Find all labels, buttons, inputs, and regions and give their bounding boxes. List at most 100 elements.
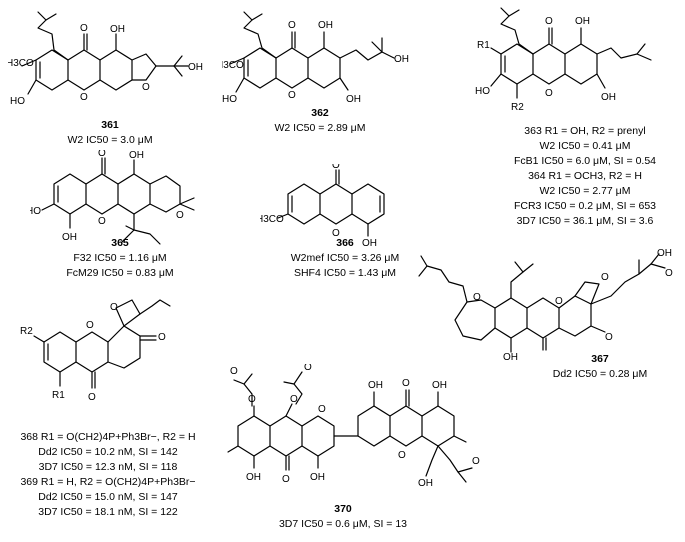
compound-number: 367 bbox=[591, 353, 609, 365]
atom-label: O bbox=[472, 456, 480, 467]
activity-line: FcB1 IC50 = 6.0 μM, SI = 0.54 bbox=[513, 155, 657, 167]
activity-line: F32 IC50 = 1.16 μM bbox=[73, 252, 167, 264]
activity-line: 3D7 IC50 = 18.1 nM, SI = 122 bbox=[38, 506, 178, 518]
activity-line: FcM29 IC50 = 0.83 μM bbox=[66, 267, 174, 279]
atom-label: O bbox=[248, 394, 256, 405]
compound-number: 362 bbox=[311, 107, 329, 119]
activity-line: 368 R1 = O(CH2)4P+Ph3Br−, R2 = H bbox=[20, 431, 196, 443]
atom-label: O bbox=[86, 320, 94, 331]
atom-label: H3CO bbox=[8, 58, 34, 69]
atom-label: OH bbox=[110, 24, 125, 35]
atom-label: O bbox=[402, 378, 410, 389]
atom-label: O bbox=[88, 392, 96, 403]
atom-label: O bbox=[398, 450, 406, 461]
atom-label: O bbox=[80, 23, 88, 34]
caption-365: 365 F32 IC50 = 1.16 μM FcM29 IC50 = 0.83… bbox=[50, 236, 190, 281]
atom-label: O bbox=[601, 272, 609, 283]
structure-363: O OH R1 HO R2 O OH bbox=[475, 2, 680, 120]
atom-label: H3CO bbox=[222, 60, 244, 71]
atom-label: O bbox=[110, 302, 118, 313]
structure-370: O O O O OH O OH O O OH OH OH O O bbox=[222, 364, 552, 508]
structure-366: O H3CO O OH bbox=[260, 164, 430, 250]
atom-label: O bbox=[318, 404, 326, 415]
atom-label: HO bbox=[475, 86, 490, 97]
atom-label: R2 bbox=[20, 326, 33, 337]
atom-label: OH bbox=[432, 380, 447, 391]
atom-label: O bbox=[545, 88, 553, 99]
atom-label: HO bbox=[222, 94, 237, 105]
caption-368: 368 R1 = O(CH2)4P+Ph3Br−, R2 = H Dd2 IC5… bbox=[8, 430, 208, 520]
atom-label: O bbox=[304, 364, 312, 373]
activity-line: Dd2 IC50 = 0.28 μM bbox=[552, 368, 648, 380]
activity-line: W2 IC50 = 2.89 μM bbox=[274, 122, 366, 134]
atom-label: O bbox=[158, 332, 166, 343]
atom-label: O bbox=[545, 16, 553, 27]
structure-362: OH O H3CO HO O OH OH bbox=[222, 4, 422, 106]
activity-line: 3D7 IC50 = 0.6 μM, SI = 13 bbox=[278, 518, 408, 530]
activity-line: W2 IC50 = 3.0 μM bbox=[67, 134, 153, 146]
activity-line: W2 IC50 = 2.77 μM bbox=[539, 185, 631, 197]
caption-367: 367 Dd2 IC50 = 0.28 μM bbox=[545, 352, 655, 382]
caption-366: 366 W2mef IC50 = 3.26 μM SHF4 IC50 = 1.4… bbox=[270, 236, 420, 281]
atom-label: O bbox=[605, 332, 613, 343]
activity-line: W2mef IC50 = 3.26 μM bbox=[290, 252, 400, 264]
activity-line: 3D7 IC50 = 36.1 μM, SI = 3.6 bbox=[516, 215, 654, 227]
compound-number: 365 bbox=[111, 237, 129, 249]
atom-label: OH bbox=[310, 472, 325, 483]
atom-label: H3CO bbox=[260, 214, 284, 225]
atom-label: OH bbox=[368, 380, 383, 391]
atom-label: OH bbox=[503, 352, 518, 360]
atom-label: O bbox=[332, 164, 340, 171]
atom-label: O bbox=[80, 92, 88, 103]
atom-label: O bbox=[473, 292, 481, 303]
atom-label: O bbox=[142, 82, 150, 93]
activity-line: Dd2 IC50 = 15.0 nM, SI = 147 bbox=[38, 491, 178, 503]
atom-label: O bbox=[176, 210, 184, 221]
atom-label: OH bbox=[418, 478, 433, 489]
atom-label: OH bbox=[188, 62, 203, 73]
atom-label: OH bbox=[318, 20, 333, 31]
activity-line: 363 R1 = OH, R2 = prenyl bbox=[524, 125, 646, 137]
atom-label: R2 bbox=[511, 102, 524, 113]
activity-line: 3D7 IC50 = 12.3 nM, SI = 118 bbox=[38, 461, 178, 473]
atom-label: OH bbox=[246, 472, 261, 483]
compound-number: 370 bbox=[334, 503, 352, 515]
structure-365: O OH HO OH O O bbox=[30, 150, 230, 258]
activity-line: W2 IC50 = 0.41 μM bbox=[539, 140, 631, 152]
atom-label: OH bbox=[362, 238, 377, 249]
atom-label: OH bbox=[394, 54, 409, 65]
structure-361: OH O H3CO HO O O OH bbox=[8, 4, 208, 116]
activity-line: 364 R1 = OCH3, R2 = H bbox=[528, 170, 642, 182]
caption-361: 361 W2 IC50 = 3.0 μM bbox=[40, 118, 180, 148]
caption-362: 362 W2 IC50 = 2.89 μM bbox=[250, 106, 390, 136]
atom-label: O bbox=[230, 366, 238, 377]
atom-label: O bbox=[288, 90, 296, 101]
atom-label: O bbox=[282, 474, 290, 485]
atom-label: R1 bbox=[477, 40, 490, 51]
atom-label: O bbox=[98, 216, 106, 227]
activity-line: FCR3 IC50 = 0.2 μM, SI = 653 bbox=[513, 200, 657, 212]
compound-number: 361 bbox=[101, 119, 119, 131]
compound-number: 366 bbox=[336, 237, 354, 249]
structure-367: OH O O O O OH O bbox=[415, 248, 680, 360]
activity-line: Dd2 IC50 = 10.2 nM, SI = 142 bbox=[38, 446, 178, 458]
atom-label: HO bbox=[30, 206, 41, 217]
caption-363: 363 R1 = OH, R2 = prenyl W2 IC50 = 0.41 … bbox=[490, 124, 680, 229]
atom-label: OH bbox=[601, 92, 616, 103]
atom-label: O bbox=[98, 150, 106, 159]
activity-line: 369 R1 = H, R2 = O(CH2)4P+Ph3Br− bbox=[20, 476, 196, 488]
atom-label: OH bbox=[62, 232, 77, 243]
activity-line: SHF4 IC50 = 1.43 μM bbox=[293, 267, 397, 279]
atom-label: OH bbox=[575, 16, 590, 27]
atom-label: OH bbox=[657, 248, 672, 259]
atom-label: HO bbox=[10, 96, 25, 107]
atom-label: O bbox=[332, 228, 340, 239]
atom-label: OH bbox=[129, 150, 144, 161]
caption-370: 370 3D7 IC50 = 0.6 μM, SI = 13 bbox=[258, 502, 428, 532]
atom-label: OH bbox=[346, 94, 361, 105]
atom-label: O bbox=[665, 268, 673, 279]
atom-label: O bbox=[288, 20, 296, 31]
atom-label: R1 bbox=[52, 390, 65, 401]
atom-label: O bbox=[555, 296, 563, 307]
structure-368: R2 O O O O R1 bbox=[20, 296, 200, 408]
